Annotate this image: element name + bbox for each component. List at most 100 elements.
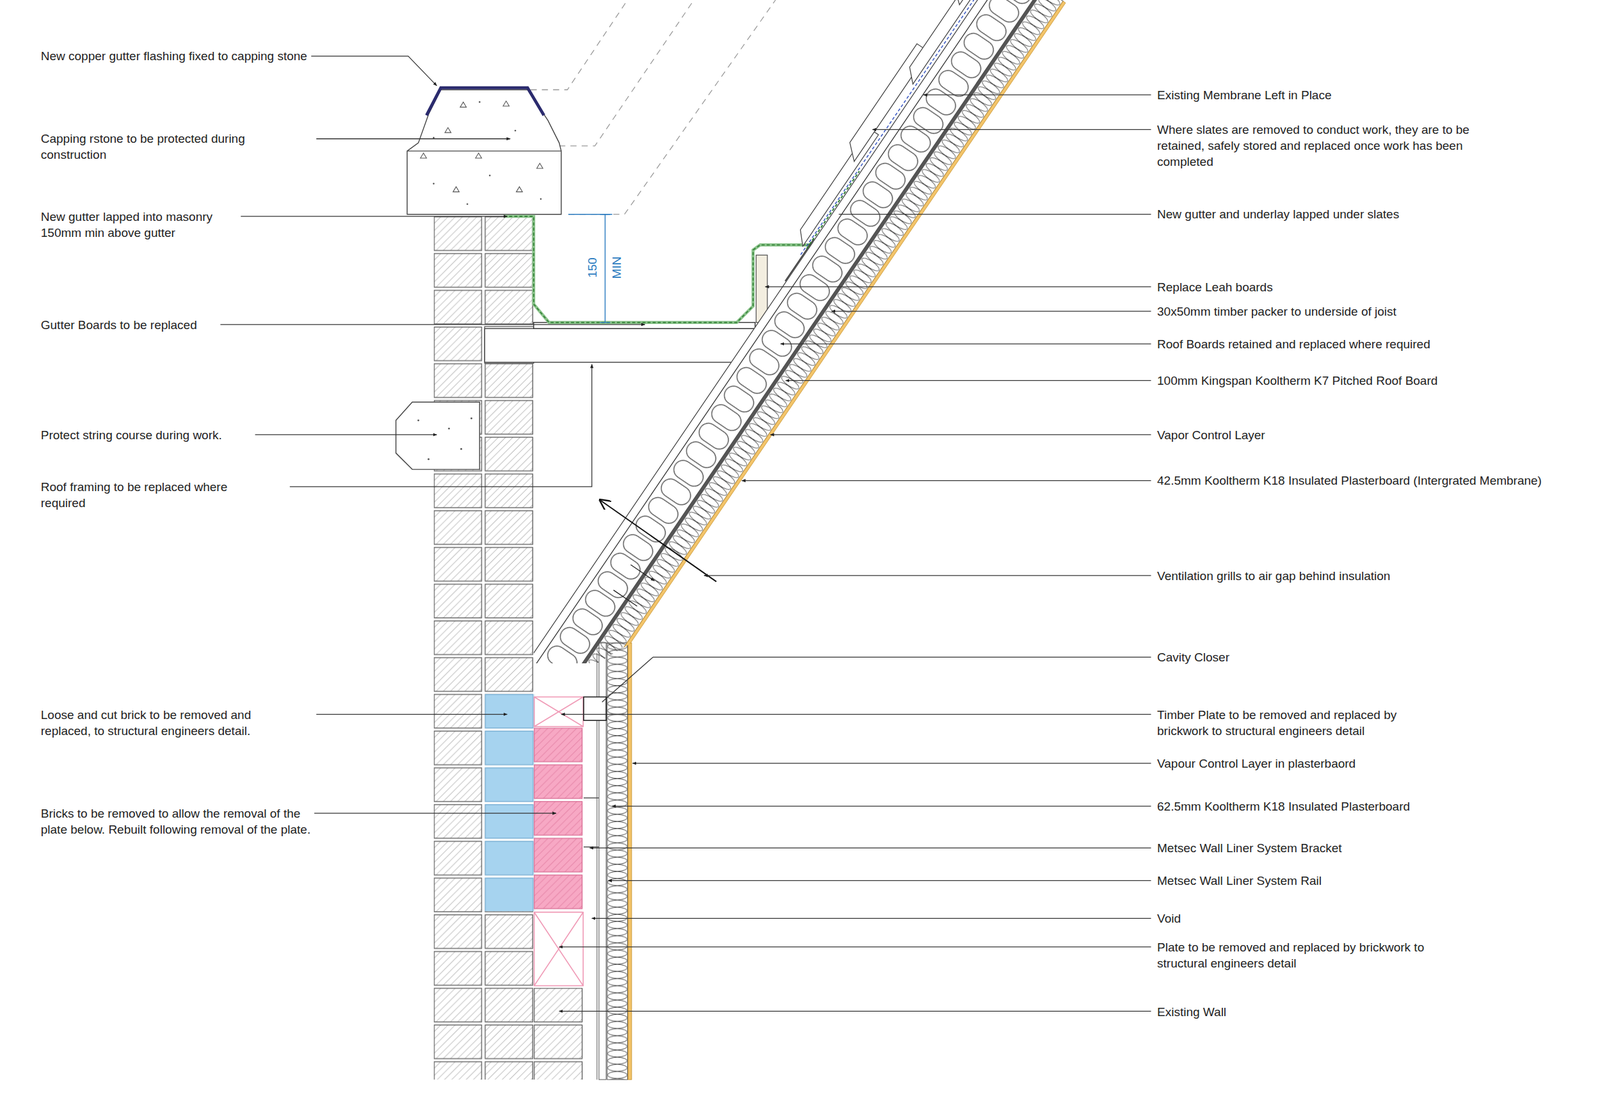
leader-line [839,213,1152,215]
leader-line [612,805,1152,806]
leader-line [316,713,507,715]
stone-texture [444,127,452,133]
leader-line [314,812,557,814]
leader-line [632,762,1152,763]
callout-text: Gutter Boards to be replaced [40,316,198,333]
capping-stone-joint [407,150,562,152]
leader-line [770,433,1152,435]
stone-texture [417,417,473,461]
existing-roof-outline [530,0,776,215]
existing-roof-outline [568,0,776,215]
timber-plate [534,696,584,726]
stone-texture [540,197,543,200]
copper-flashing [426,87,544,116]
string-course [396,401,480,470]
roof-build-up [488,0,1101,729]
slate [793,128,879,247]
stone-texture [432,183,435,185]
vent-mark [613,564,655,607]
leader-line [240,215,507,217]
callout-text: Existing Wall [1157,1003,1227,1020]
callout-text: Metsec Wall Liner System Bracket [1157,839,1343,856]
timber-plate [534,912,584,986]
leader-line [780,343,1152,344]
leader-line [561,713,1152,715]
callout-text: Roof framing to be replaced where requir… [40,478,272,511]
callout-text: New gutter and underlay lapped under sla… [1157,206,1400,223]
stone-texture [475,152,482,159]
leader-line [316,138,511,139]
stone-texture [432,101,542,205]
timber-plate [534,912,584,986]
existing-roof-outline [559,0,694,146]
leader-line [785,380,1152,381]
callout-text: Ventilation grills to air gap behind ins… [1157,567,1391,584]
callout-text: Existing Membrane Left in Place [1157,87,1332,104]
leader-line [923,94,1152,96]
callout-text: Where slates are removed to conduct work… [1157,121,1485,170]
plasterboard [569,1,1066,729]
roof-build-up [488,0,1101,729]
callout-text: 42.5mm Kooltherm K18 Insulated Plasterbo… [1157,472,1542,489]
roof-framing [484,328,756,363]
stone-texture [503,101,510,107]
stone-texture [470,417,473,420]
dimension-text: MIN [608,254,625,280]
bricks-to-replace [484,693,535,911]
callout-text: New gutter lapped into masonry 150mm min… [40,208,257,241]
leader-line [831,310,1151,312]
callout-text: Void [1157,910,1181,927]
callout-text: Metsec Wall Liner System Rail [1157,872,1322,889]
callout-text: Roof Boards retained and replaced where … [1157,336,1431,352]
dimension-line [604,214,606,323]
callout-text: Capping rstone to be protected during co… [40,130,293,163]
callout-text: 62.5mm Kooltherm K18 Insulated Plasterbo… [1157,798,1410,815]
cavity-closer [583,696,607,720]
timber-plate [534,696,584,726]
callout-text: 100mm Kingspan Kooltherm K7 Pitched Roof… [1157,372,1438,389]
ventilation-arrow [600,499,717,582]
stone-texture [460,448,463,450]
stone-texture [432,136,435,139]
existing-roof-outline [530,0,628,90]
leader-line [741,480,1151,481]
stone-texture [417,419,420,422]
callout-text: New copper gutter flashing fixed to capp… [40,48,323,64]
callout-text: 30x50mm timber packer to underside of jo… [1157,303,1397,320]
leader-line [590,847,1152,848]
stone-texture [488,174,491,177]
leader-line [289,364,592,487]
leader-line [311,56,437,86]
timber-plate [534,696,584,985]
plasterboard [627,642,632,1080]
bricks-to-replace [484,693,535,911]
leader-line [765,286,1152,287]
stone-texture [478,101,481,104]
stone-texture [460,101,467,107]
stone-texture [536,163,544,169]
stone-texture [420,101,543,192]
callout-text: Protect string course during work. [40,426,223,443]
leader-line [872,129,1151,130]
timber-packer [785,238,815,281]
existing-wall [533,987,584,1080]
bricks-to-remove [533,727,584,911]
stone-texture [420,152,427,159]
leader-line [592,917,1152,919]
dimension-line [568,214,613,323]
leader-line [559,1010,1152,1012]
leader-lines [220,56,1151,1012]
dimension-text: 150 [583,256,600,280]
slate [903,0,988,84]
leader-line [559,945,1152,947]
callout-text: Vapour Control Layer in plasterbaord [1157,755,1356,772]
membrane [800,0,1002,255]
stone-texture [514,129,517,132]
leader-line [602,656,1152,702]
callout-text: Bricks to be removed to allow the remova… [40,805,321,838]
leader-line [608,880,1151,881]
stone-texture [427,458,430,461]
